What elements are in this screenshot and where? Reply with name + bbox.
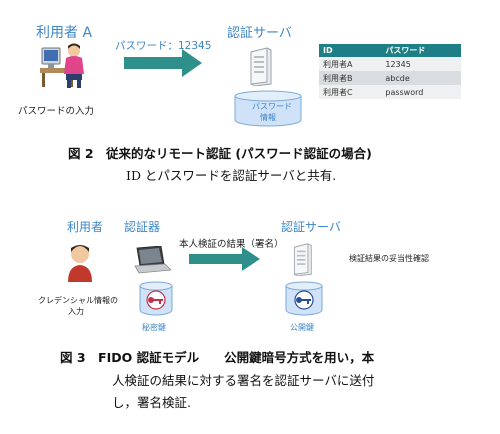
laptop-icon (134, 246, 171, 274)
credential-label-2: 入力 (68, 307, 84, 316)
private-key-store-icon (139, 281, 173, 316)
fig2-user-label: 利用者 A (36, 25, 93, 41)
public-key-label: 公開鍵 (290, 323, 314, 332)
fig2-caption-line1: 図 2 従来的なリモート認証 (パスワード認証の場合) (68, 146, 372, 161)
fig2-server-label: 認証サーバ (227, 26, 292, 41)
table-header-id: ID (319, 44, 382, 57)
fig3-caption-line1: 図 3 FIDO 認証モデル 公開鍵暗号方式を用い，本 (60, 348, 374, 368)
password-db-icon (234, 90, 302, 127)
fig2-caption-line2: ID とパスワードを認証サーバと共有. (126, 168, 337, 183)
table-cell: 利用者B (319, 71, 382, 85)
password-table: ID パスワード 利用者A 12345 利用者B abcde 利用者C pass… (319, 44, 461, 99)
table-header-password: パスワード (381, 44, 461, 57)
table-row: 利用者B abcde (319, 71, 461, 85)
table-cell: password (381, 85, 461, 99)
private-key-label: 秘密鍵 (142, 323, 166, 332)
fig3-authenticator-label: 認証器 (124, 220, 161, 234)
fig3-arrow-label: 本人検証の結果（署名） (179, 239, 284, 250)
table-cell: 12345 (381, 57, 461, 71)
fig3-user-label: 利用者 (67, 220, 104, 234)
db-label-1: パスワード (252, 102, 292, 111)
table-row: 利用者A 12345 (319, 57, 461, 71)
credential-label-1: クレデンシャル情報の (38, 296, 118, 305)
user-person-icon (68, 245, 92, 282)
fig3-caption-text: 図 3 FIDO 認証モデル 公開鍵暗号方式を用い，本 (60, 350, 375, 365)
table-cell: 利用者C (319, 85, 382, 99)
fig2-input-label: パスワードの入力 (18, 106, 95, 117)
verify-label: 検証結果の妥当性確認 (349, 254, 429, 263)
fig3-caption-line2: 人検証の結果に対する署名を認証サーバに送付 (112, 373, 375, 388)
table-header-row: ID パスワード (319, 44, 461, 57)
fig3-caption-line3: し，署名検証. (112, 395, 191, 410)
db-label-2: 情報 (260, 113, 276, 122)
public-key-store-icon (285, 281, 323, 316)
fig3-server-label: 認証サーバ (281, 220, 341, 234)
server-icon (293, 243, 312, 276)
table-cell: abcde (381, 71, 461, 85)
server-icon (250, 47, 272, 86)
table-row: 利用者C password (319, 85, 461, 99)
table-cell: 利用者A (319, 57, 382, 71)
person-at-computer-icon (40, 43, 84, 88)
